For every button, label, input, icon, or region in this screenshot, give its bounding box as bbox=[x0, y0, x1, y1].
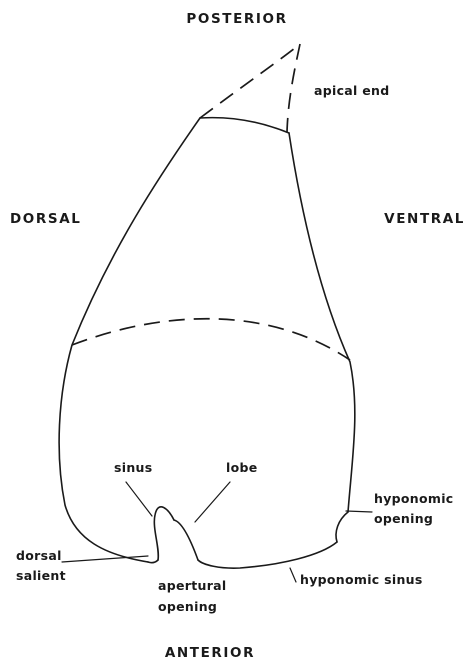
hyponomic-sinus-label: hyponomic sinus bbox=[300, 572, 423, 587]
apical-end-label: apical end bbox=[314, 83, 389, 98]
posterior-label: POSTERIOR bbox=[186, 11, 287, 27]
sinus-outline bbox=[154, 507, 174, 560]
dorsal-label: DORSAL bbox=[10, 211, 81, 227]
dorsal-salient-outline bbox=[148, 560, 158, 563]
ventral-label: VENTRAL bbox=[384, 211, 465, 227]
dorsal-salient-label-line2: salient bbox=[16, 568, 66, 583]
apertural-opening-label-line1: apertural bbox=[158, 578, 226, 593]
dorsal-outline bbox=[59, 118, 200, 562]
hyponomic-sinus-leader-line bbox=[290, 568, 296, 582]
sinus-leader-line bbox=[126, 482, 152, 516]
ventral-outline bbox=[289, 133, 355, 512]
dorsal-salient-label-line1: dorsal bbox=[16, 548, 62, 563]
apical-septum-line bbox=[200, 118, 289, 133]
apical-dorsal-dashed-outline bbox=[200, 44, 300, 118]
hyponomic-sinus-margin bbox=[198, 542, 337, 568]
lobe-label: lobe bbox=[226, 460, 258, 475]
lobe-leader-line bbox=[195, 482, 230, 522]
hyponomic-opening-label-line1: hyponomic bbox=[374, 491, 454, 506]
septum-dashed-line bbox=[72, 319, 350, 360]
apertural-opening-label-line2: opening bbox=[158, 599, 217, 614]
hyponomic-opening-leader-line bbox=[346, 511, 372, 512]
anterior-label: ANTERIOR bbox=[165, 645, 255, 659]
hyponomic-opening-label-line2: opening bbox=[374, 511, 433, 526]
lobe-outline bbox=[174, 520, 198, 560]
sinus-label: sinus bbox=[114, 460, 152, 475]
apical-ventral-dashed-outline bbox=[287, 44, 300, 132]
hyponomic-opening-notch bbox=[336, 512, 348, 542]
